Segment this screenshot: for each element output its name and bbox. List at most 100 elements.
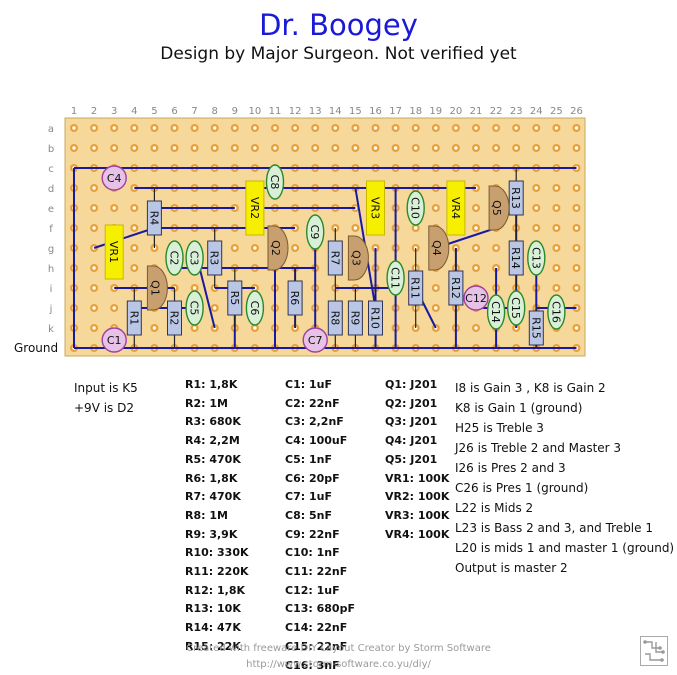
column-label: 24 (530, 106, 543, 117)
capacitor-label: C9 (308, 225, 321, 240)
electrolytic-capacitor (101, 327, 127, 353)
semiconductor-value: Q2: J201 (385, 396, 438, 410)
resistor-value: R10: 330K (185, 546, 249, 560)
board-hole (474, 266, 478, 270)
capacitor-value: C3: 2,2nF (285, 415, 344, 429)
resistor-value: R12: 1,8K (185, 583, 246, 597)
board-hole (554, 146, 559, 150)
ground-label: Ground (14, 341, 59, 355)
board-hole (353, 126, 358, 130)
board-hole (213, 146, 217, 150)
capacitor-label: C10 (409, 197, 422, 219)
board-hole (474, 226, 478, 230)
column-label: 12 (289, 106, 302, 117)
board-hole (253, 146, 257, 150)
transistor-label: Q2 (269, 240, 282, 256)
board-hole (434, 206, 438, 210)
electrolytic-capacitor (463, 285, 489, 311)
film-capacitor (406, 190, 425, 226)
column-label: 11 (269, 106, 282, 117)
transistor-label: Q4 (430, 240, 443, 256)
board-hole (554, 286, 559, 290)
film-capacitor (185, 240, 204, 276)
transistor-label: Q1 (148, 280, 161, 296)
connection-note: J26 is Treble 2 and Master 3 (455, 441, 622, 455)
capacitor-value: C6: 20pF (285, 471, 340, 485)
board-background (64, 117, 586, 357)
resistor (368, 300, 383, 336)
capacitor-value: C4: 100uF (285, 434, 348, 448)
board-hole (253, 326, 257, 330)
resistor (287, 280, 303, 316)
board-hole (233, 126, 237, 130)
board-hole (574, 186, 579, 190)
row-label: e (48, 204, 54, 215)
connection-note: L20 is mids 1 and master 1 (ground) (455, 541, 675, 555)
resistor-label: R3 (208, 251, 221, 266)
board-hole (574, 266, 579, 270)
board-hole (92, 306, 96, 310)
wire-link (93, 227, 155, 249)
board-hole (474, 206, 478, 210)
resistor-value: R13: 10K (185, 602, 241, 616)
transistor-label: Q5 (490, 200, 503, 216)
column-label: 26 (570, 106, 583, 117)
transistor (488, 185, 510, 231)
resistor-label: R14 (509, 247, 522, 269)
film-capacitor (265, 164, 285, 200)
board-hole (574, 146, 579, 150)
board-hole (393, 146, 398, 150)
column-label: 10 (249, 106, 262, 117)
capacitor-label: C3 (188, 251, 201, 266)
resistor-value: R7: 470K (185, 490, 241, 504)
semiconductor-value: Q3: J201 (385, 415, 438, 429)
capacitor-label: C13 (529, 247, 542, 269)
board-hole (273, 146, 277, 150)
pot-label: VR1 (107, 241, 120, 263)
resistor-label: R9 (348, 311, 361, 326)
board-hole (474, 126, 478, 130)
capacitor-value: C9: 22nF (285, 527, 340, 541)
resistor-label: R12 (449, 277, 462, 299)
column-label: 14 (329, 106, 342, 117)
input-note: Input is K5 (74, 381, 138, 395)
resistor (508, 240, 524, 276)
column-label: 8 (212, 106, 218, 117)
semiconductor-value: VR1: 100K (385, 471, 450, 485)
board-hole (554, 186, 559, 190)
board-hole (353, 146, 358, 150)
board-hole (213, 306, 217, 310)
board-hole (434, 126, 438, 130)
transistor-label: Q3 (349, 250, 362, 266)
resistor-value: R2: 1M (185, 396, 228, 410)
capacitor-value: C5: 1nF (285, 452, 332, 466)
resistor (448, 270, 464, 306)
footer-url[interactable]: http://www.storm-software.co.yu/diy/ (246, 659, 431, 670)
page-subtitle: Design by Major Surgeon. Not verified ye… (160, 44, 517, 64)
resistor-label: R2 (168, 311, 181, 326)
row-label: j (49, 304, 53, 315)
board-hole (132, 266, 136, 270)
column-label: 20 (450, 106, 463, 117)
resistor-value: R14: 47K (185, 621, 241, 635)
board-hole (313, 146, 317, 150)
board-hole (92, 186, 96, 190)
row-label: k (48, 324, 54, 335)
semiconductor-value: Q1: J201 (385, 378, 438, 391)
column-label: 5 (151, 106, 157, 117)
pot-label: VR2 (248, 197, 261, 219)
film-capacitor (306, 214, 325, 250)
resistor-value: R3: 680K (185, 415, 241, 429)
board-hole (233, 146, 237, 150)
resistor (167, 300, 182, 336)
board-hole (454, 126, 458, 130)
column-label: 22 (490, 106, 503, 117)
board-hole (353, 226, 358, 230)
board-hole (132, 126, 136, 130)
board-hole (112, 206, 116, 210)
column-label: 6 (171, 106, 177, 117)
resistor-label: R7 (328, 251, 341, 266)
film-capacitor (547, 294, 566, 330)
resistor-value: R1: 1,8K (185, 378, 238, 391)
